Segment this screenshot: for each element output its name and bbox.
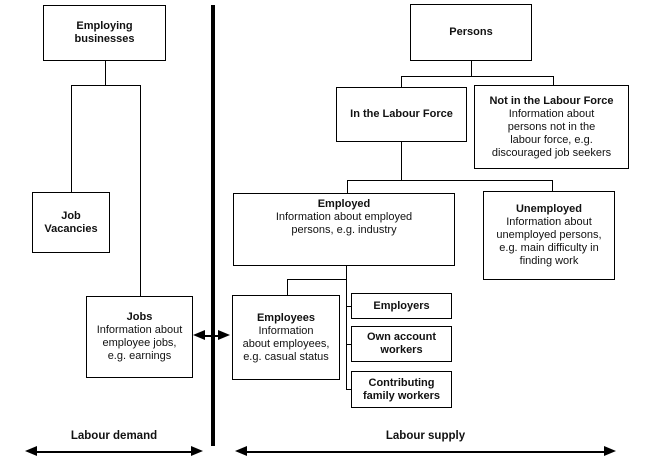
labour-supply-arrow (235, 446, 616, 457)
connector-line (401, 76, 553, 77)
labour-demand-label: Labour demand (70, 430, 158, 442)
arrow-left-icon (193, 330, 205, 340)
box-employees: Employees Information about employees, e… (232, 295, 340, 380)
box-title: Persons (449, 26, 493, 38)
box-employed: Employed Information about employed pers… (233, 193, 455, 266)
box-contributing-family-workers: Contributing family workers (351, 371, 452, 408)
arrow-right-icon (604, 446, 616, 456)
box-employers: Employers (351, 293, 452, 319)
box-title: Contributing family workers (362, 376, 441, 402)
connector-line (552, 180, 553, 191)
connector-line (471, 61, 472, 76)
box-title: Employing businesses (74, 20, 135, 45)
box-not-in-the-labour-force: Not in the Labour Force Information abou… (474, 85, 629, 169)
box-body: Information about employee jobs, e.g. ea… (96, 324, 183, 362)
box-title: Own account workers (366, 331, 437, 356)
connector-line (346, 266, 347, 390)
box-title: In the Labour Force (350, 108, 453, 120)
connector-line (287, 279, 347, 280)
connector-line (347, 180, 348, 193)
connector-line (287, 279, 288, 295)
connector-line (346, 344, 351, 345)
box-title: Employers (373, 299, 430, 312)
arrow-left-icon (235, 446, 247, 456)
box-body: Information about employed persons, e.g.… (275, 211, 413, 236)
box-body: Information about unemployed persons, e.… (496, 216, 602, 267)
box-body: Information about employees, e.g. casual… (242, 324, 330, 363)
box-persons: Persons (410, 4, 532, 61)
labour-supply-label: Labour supply (385, 430, 466, 442)
arrow-shaft (32, 451, 196, 453)
connector-line (140, 85, 141, 296)
arrow-left-icon (25, 446, 37, 456)
box-own-account-workers: Own account workers (351, 326, 452, 362)
connector-line (346, 306, 351, 307)
connector-line (347, 180, 552, 181)
box-title: Job Vacancies (44, 209, 98, 235)
box-title: Unemployed (515, 203, 582, 215)
labour-demand-arrow (25, 446, 203, 457)
connector-line (553, 76, 554, 85)
arrow-shaft (200, 335, 223, 337)
connector-line (401, 76, 402, 87)
connector-line (71, 85, 141, 86)
arrow-right-icon (218, 330, 230, 340)
box-job-vacancies: Job Vacancies (32, 192, 110, 253)
connector-line (346, 389, 351, 390)
demand-supply-divider (211, 5, 215, 446)
box-title: Employed (317, 198, 371, 210)
box-title: Jobs (126, 311, 153, 323)
arrow-shaft (242, 451, 609, 453)
connector-line (71, 85, 72, 192)
jobs-employees-link-arrow (193, 330, 230, 341)
arrow-right-icon (191, 446, 203, 456)
box-title: Employees (256, 311, 316, 324)
box-unemployed: Unemployed Information about unemployed … (483, 191, 615, 280)
box-in-the-labour-force: In the Labour Force (336, 87, 467, 142)
connector-line (401, 142, 402, 180)
box-employing-businesses: Employing businesses (43, 5, 166, 61)
box-title: Not in the Labour Force (489, 94, 614, 107)
connector-line (105, 61, 106, 85)
box-jobs: Jobs Information about employee jobs, e.… (86, 296, 193, 378)
box-body: Information about persons not in the lab… (491, 107, 612, 159)
